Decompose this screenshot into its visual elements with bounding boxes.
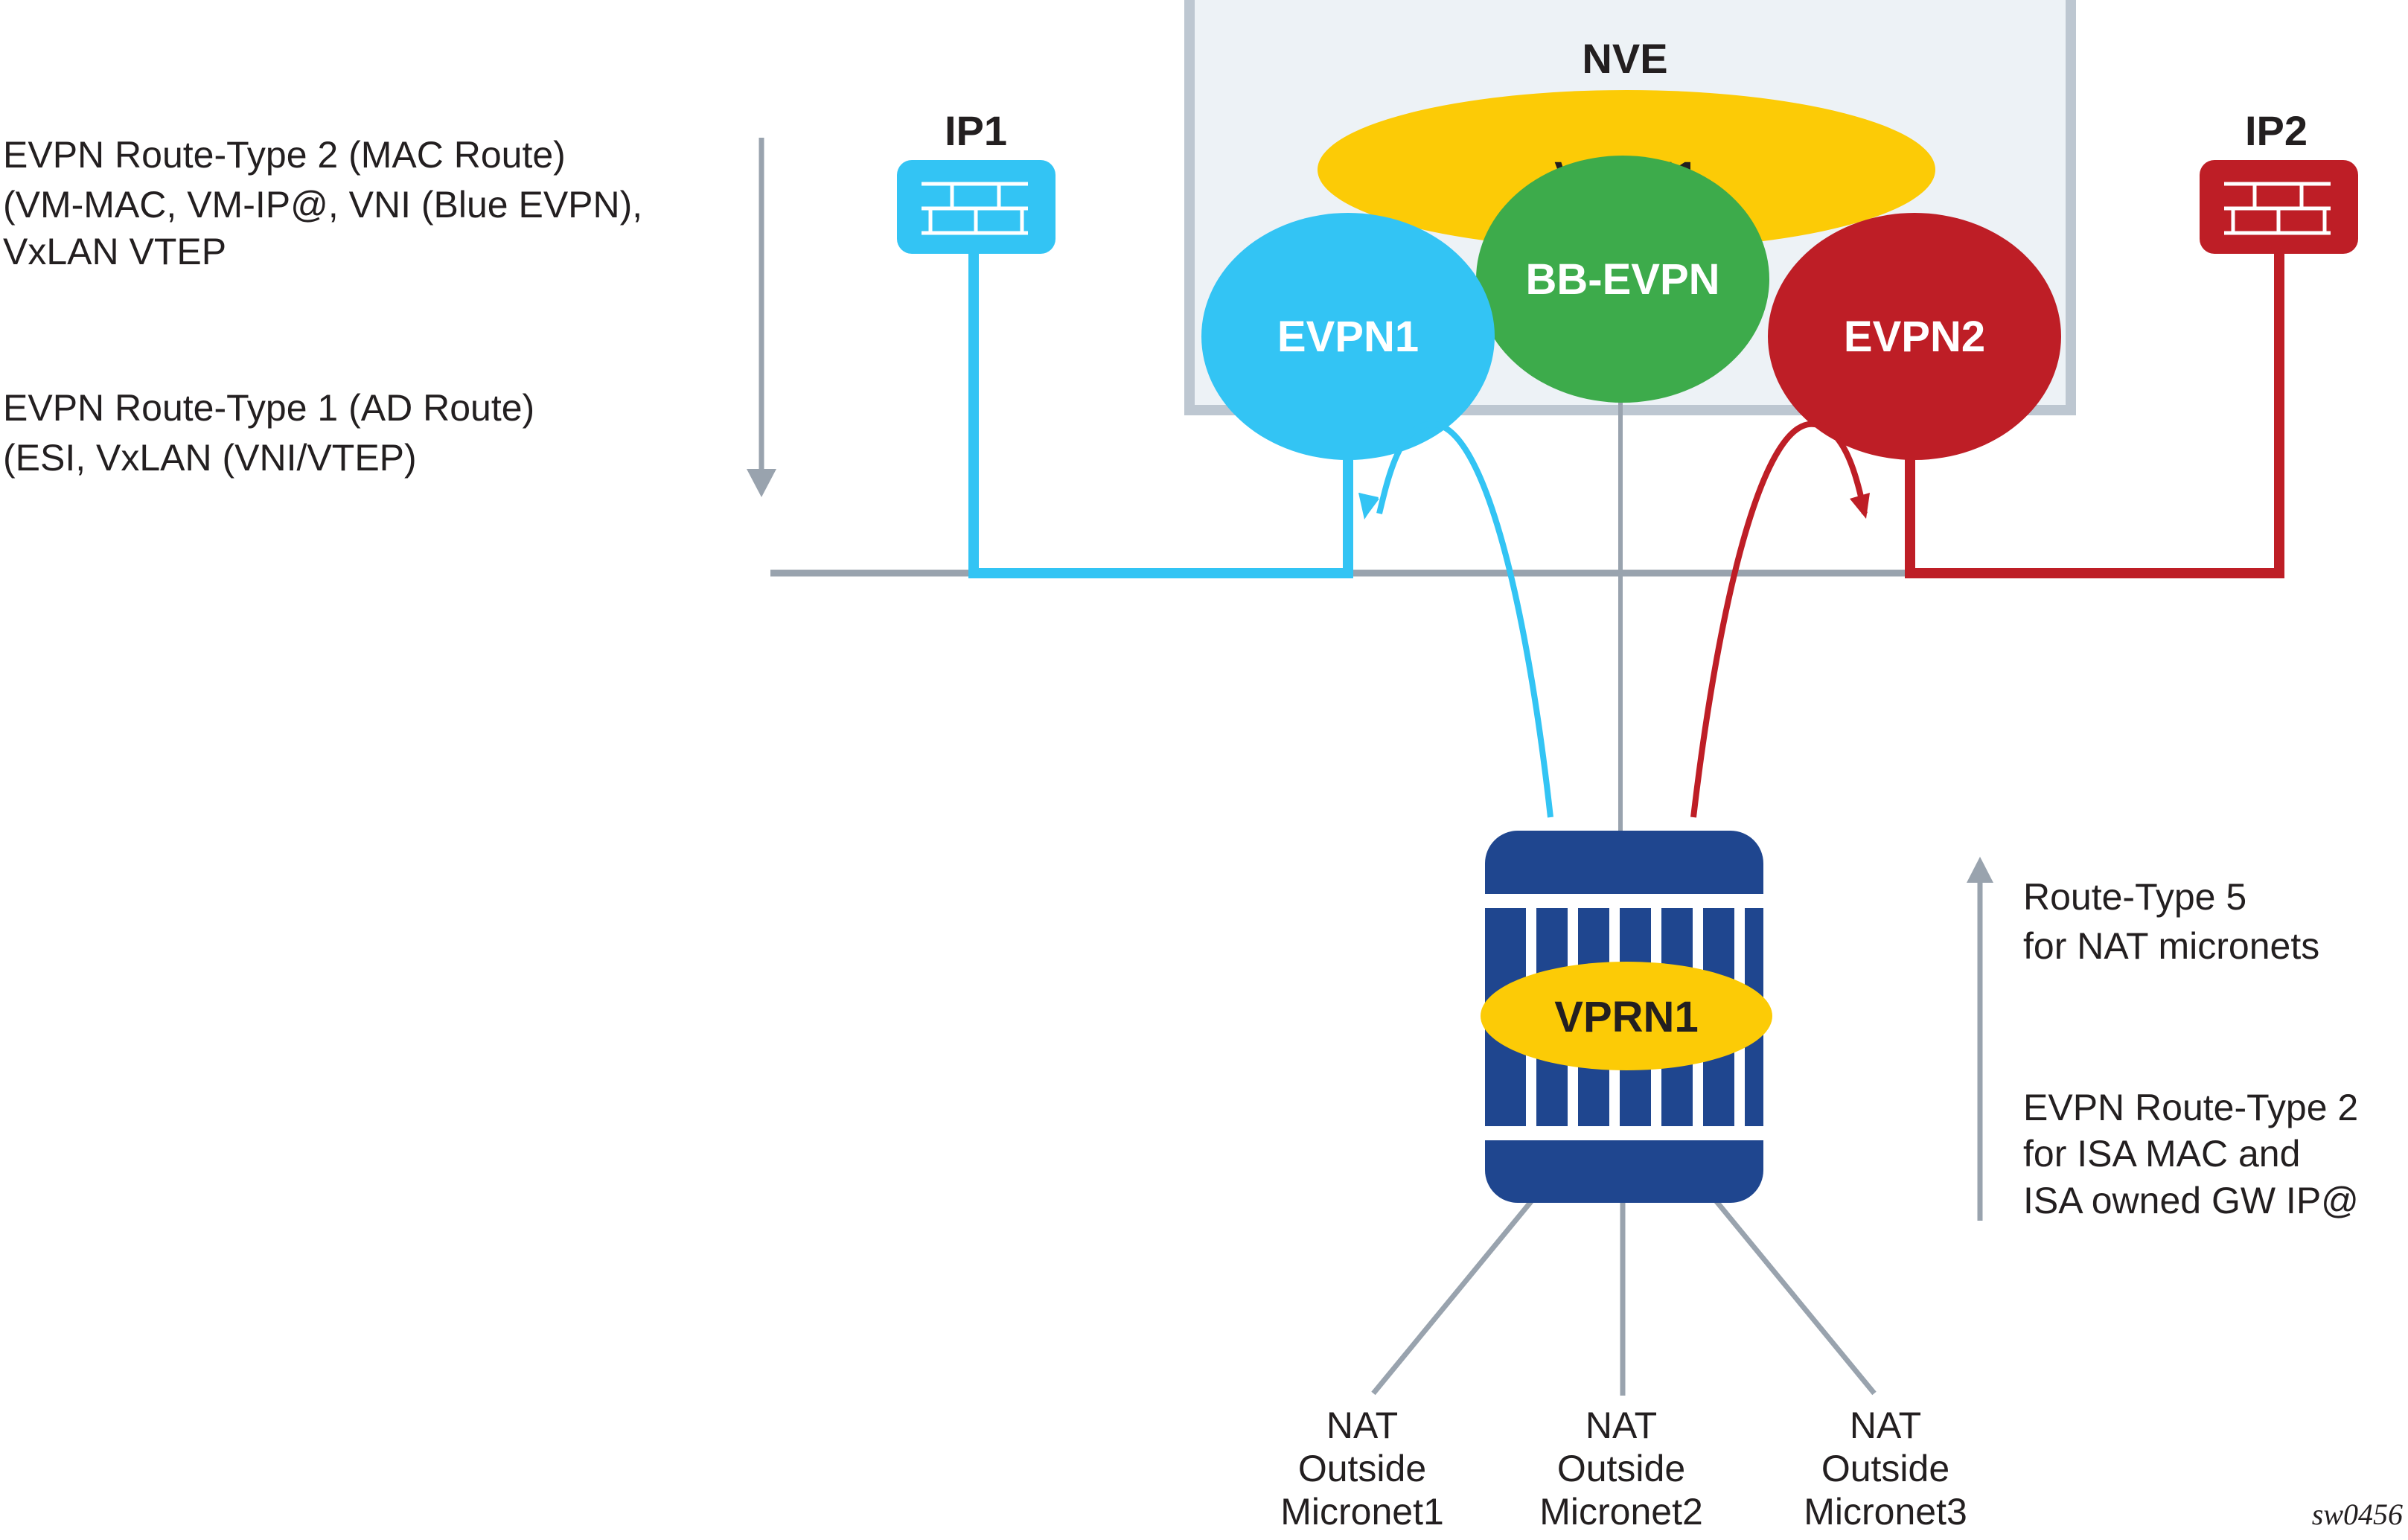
micronet-2-line-1: NAT (1585, 1405, 1657, 1446)
micronet-3-line-1: NAT (1850, 1405, 1921, 1446)
right-note-2: EVPN Route-Type 2 for ISA MAC and ISA ow… (2023, 1087, 2359, 1221)
evpn2-label: EVPN2 (1844, 313, 1985, 361)
left-note-1: EVPN Route-Type 2 (MAC Route) (VM-MAC, V… (3, 134, 642, 272)
red-arrowhead (1850, 493, 1870, 519)
micronet-1-label: NAT Outside Micronet1 (1280, 1405, 1444, 1533)
nve-title: NVE (1582, 35, 1667, 82)
micronet3-link (1714, 1198, 1877, 1396)
right-note-1-line-2: for NAT micronets (2023, 925, 2319, 967)
right-note-2-line-2: for ISA MAC and (2023, 1133, 2300, 1175)
micronet-1-line-3: Micronet1 (1280, 1491, 1444, 1533)
right-note-1-line-1: Route-Type 5 (2023, 876, 2246, 918)
ip1-evpn1-link (968, 246, 1353, 578)
bb-evpn-ellipse (1476, 156, 1769, 403)
ip2-label: IP2 (2245, 107, 2308, 154)
isa-vprn-label: VPRN1 (1554, 993, 1698, 1041)
left-note-1-line-2: (VM-MAC, VM-IP@, VNI (Blue EVPN), (3, 184, 642, 226)
micronet-3-line-3: Micronet3 (1804, 1491, 1967, 1533)
left-note-2: EVPN Route-Type 1 (AD Route) (ESI, VxLAN… (3, 387, 534, 479)
right-note-1: Route-Type 5 for NAT micronets (2023, 876, 2319, 967)
ip2-evpn2-link (1905, 246, 2284, 578)
ip1-label: IP1 (945, 107, 1007, 154)
left-note-2-line-2: (ESI, VxLAN (VNI/VTEP) (3, 437, 417, 479)
bb-evpn-label: BB-EVPN (1525, 255, 1719, 304)
micronet-3-line-2: Outside (1821, 1448, 1949, 1489)
isa-vprn-ellipse (1481, 962, 1772, 1070)
right-note-2-line-1: EVPN Route-Type 2 (2023, 1087, 2358, 1128)
figure-id: sw0456 (2312, 1498, 2403, 1531)
red-route-arrow (1690, 421, 1868, 818)
micronet-2-label: NAT Outside Micronet2 (1539, 1405, 1703, 1533)
ip2-firewall-icon (2200, 160, 2358, 254)
evpn1-ellipse (1201, 213, 1495, 460)
evpn2-ellipse (1768, 213, 2061, 460)
micronet-2-line-3: Micronet2 (1539, 1491, 1703, 1533)
ip1-firewall-icon (897, 160, 1056, 254)
micronet-1-line-2: Outside (1298, 1448, 1426, 1489)
right-note-2-line-3: ISA owned GW IP@ (2023, 1180, 2359, 1221)
cyan-arrowhead-fill (1359, 493, 1379, 519)
left-note-1-line-1: EVPN Route-Type 2 (MAC Route) (3, 134, 566, 176)
micronet-1-line-1: NAT (1326, 1405, 1398, 1446)
micronet-3-label: NAT Outside Micronet3 (1804, 1405, 1967, 1533)
evpn1-label: EVPN1 (1277, 313, 1419, 361)
left-note-1-line-3: VxLAN VTEP (3, 231, 226, 272)
micronet-2-line-2: Outside (1557, 1448, 1685, 1489)
right-up-arrowhead (1967, 857, 1993, 883)
left-note-2-line-1: EVPN Route-Type 1 (AD Route) (3, 387, 534, 429)
micronet1-link (1371, 1198, 1534, 1396)
cyan-route-arrow (1376, 421, 1553, 818)
left-down-arrowhead (747, 469, 776, 497)
